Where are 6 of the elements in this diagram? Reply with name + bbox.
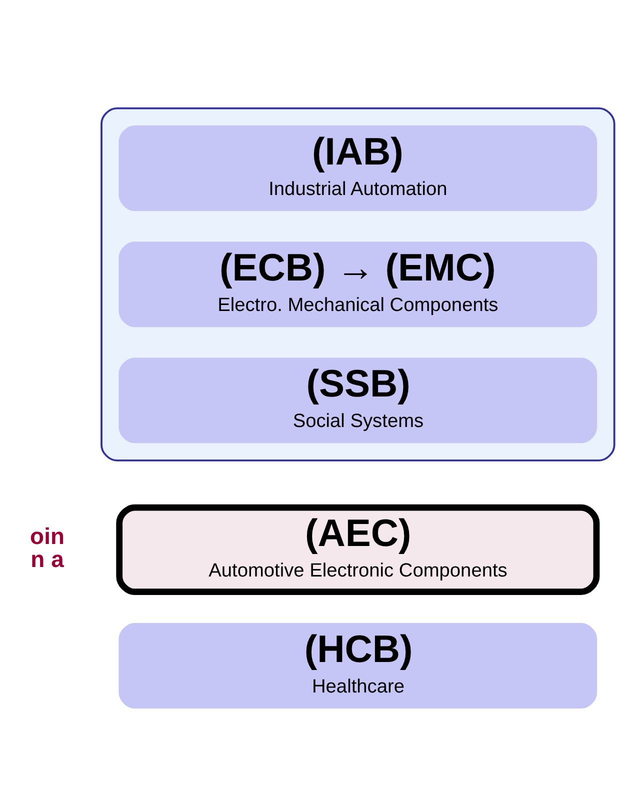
node-box: (HCB) Healthcare [118,622,598,708]
node-box: (SSB) Social Systems [118,357,598,443]
node-box: (ECB) → (EMC) Electro. Mechanical Components [118,241,598,327]
cluster [100,106,616,461]
node-box: (IAB) Industrial Automation [118,125,598,210]
node-box: (AEC) Automotive Electronic Components [116,504,600,594]
